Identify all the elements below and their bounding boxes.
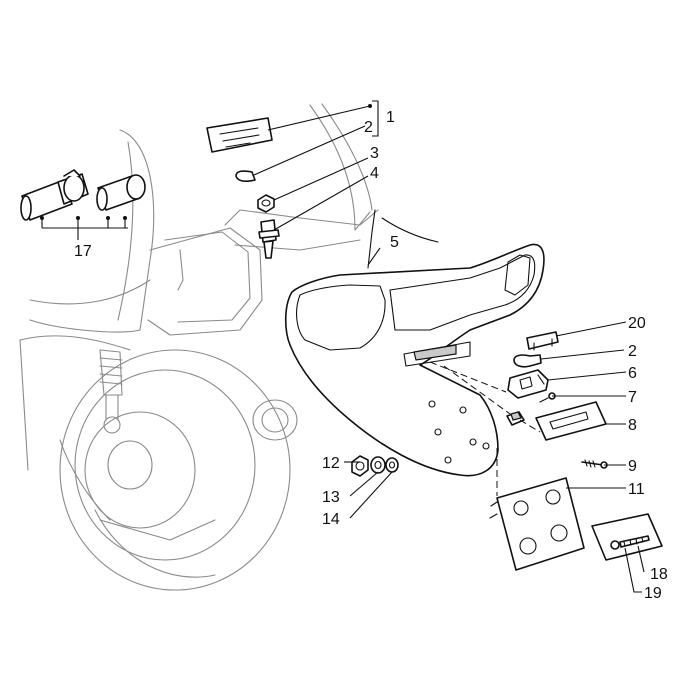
- callout-9: 9: [628, 458, 637, 475]
- part-2b-bulb[interactable]: [513, 354, 542, 368]
- assembly-lines: [429, 361, 541, 496]
- part-6-lamp-holder[interactable]: [507, 369, 549, 399]
- callout-5: 5: [390, 234, 399, 251]
- connector-block: [506, 411, 525, 426]
- callout-19: 19: [644, 585, 662, 602]
- part-12-nut[interactable]: [351, 455, 369, 477]
- part-9-screw[interactable]: [581, 459, 608, 469]
- callout-3: 3: [370, 145, 379, 162]
- rear-shock-absorber: [99, 349, 123, 434]
- callout-14: 14: [322, 511, 340, 528]
- callout-18: 18: [650, 566, 668, 583]
- rear-wheel-outline: [59, 349, 298, 591]
- part-17-lock-set[interactable]: [20, 169, 146, 221]
- callout-2: 2: [364, 119, 373, 136]
- part-3-nut[interactable]: [257, 194, 275, 213]
- callout-1: 1: [386, 109, 395, 126]
- callout-6: 6: [628, 365, 637, 382]
- callout-11: 11: [628, 481, 645, 498]
- callout-17: 17: [74, 243, 92, 260]
- part-8-lamp-lens[interactable]: [535, 401, 607, 441]
- part-14-washer[interactable]: [385, 457, 399, 473]
- part-13-washer[interactable]: [370, 456, 386, 474]
- part-5-rear-fender[interactable]: [284, 209, 545, 477]
- callout-7: 7: [628, 389, 637, 406]
- part-7-screw[interactable]: [539, 392, 556, 403]
- callout-numbers: 1 2 3 4 5 17 20 2 6 7 8 9 11 12 13 14 18…: [74, 109, 668, 602]
- part-4-switch[interactable]: [258, 219, 280, 259]
- callout-4: 4: [370, 165, 379, 182]
- part-19-bolt[interactable]: [610, 535, 650, 550]
- callout-8: 8: [628, 417, 637, 434]
- part-11-plate-bracket[interactable]: [489, 477, 585, 571]
- leader-lines: [40, 100, 645, 593]
- part-2-bulb[interactable]: [235, 170, 256, 182]
- part-20-clip[interactable]: [526, 331, 559, 351]
- part-1-plate[interactable]: [206, 117, 273, 153]
- callout-13: 13: [322, 489, 340, 506]
- callout-20: 20: [628, 315, 646, 332]
- part-18-plate[interactable]: [591, 513, 663, 561]
- callout-2b: 2: [628, 343, 637, 360]
- callout-12: 12: [322, 455, 340, 472]
